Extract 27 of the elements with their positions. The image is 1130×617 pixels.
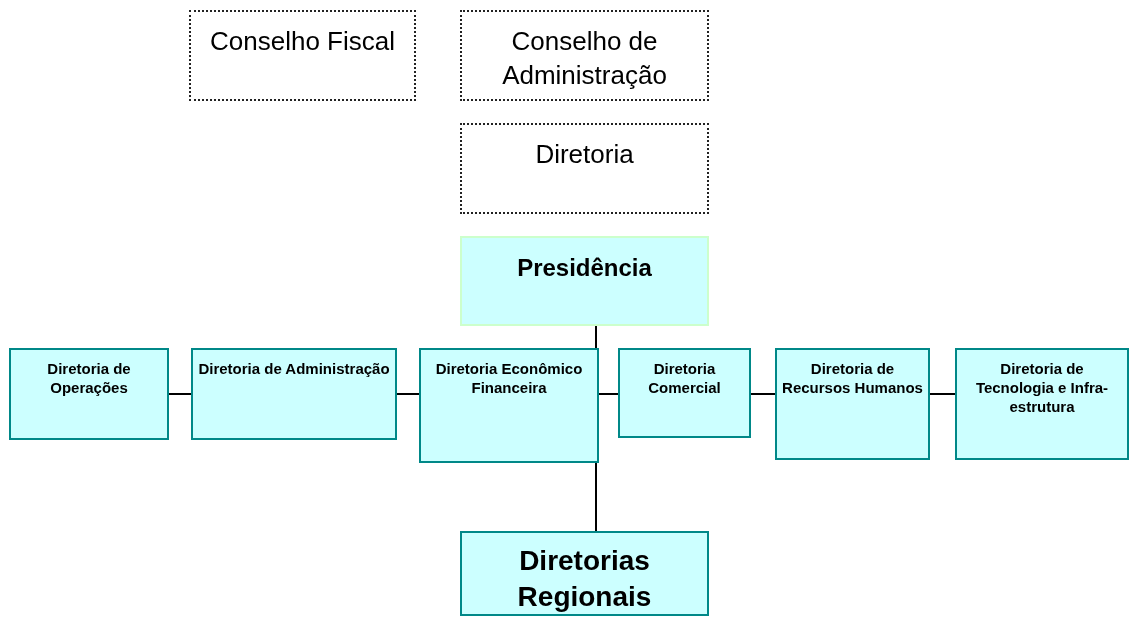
org-box xyxy=(191,348,397,440)
connector-line xyxy=(396,393,420,395)
connector-line xyxy=(750,393,776,395)
box-label: Diretoria xyxy=(534,138,635,171)
org-box xyxy=(460,531,709,616)
connector-line xyxy=(598,393,619,395)
org-box xyxy=(460,10,709,101)
org-box xyxy=(955,348,1129,460)
box-label: Conselho Fiscal xyxy=(209,25,396,58)
box-label: Diretoria Comercial xyxy=(647,360,722,398)
org-box xyxy=(189,10,416,101)
org-box xyxy=(9,348,169,440)
box-label: Diretoria de Administração xyxy=(197,360,391,379)
org-box xyxy=(618,348,751,438)
org-box xyxy=(460,236,709,326)
box-label: Presidência xyxy=(516,254,653,283)
org-box xyxy=(775,348,930,460)
box-label: Diretoria de Operações xyxy=(46,360,132,398)
connector-line xyxy=(929,393,956,395)
org-box xyxy=(460,123,709,214)
box-label: Diretoria de Tecnologia e Infra-estrutura xyxy=(974,360,1110,417)
box-label: Diretoria Econômico Financeira xyxy=(434,360,584,398)
box-label: Diretoria de Recursos Humanos xyxy=(781,360,924,398)
org-box xyxy=(419,348,599,463)
box-label: Diretorias Regionais xyxy=(516,544,653,615)
connector-line xyxy=(168,393,192,395)
box-label: Conselho de Administração xyxy=(501,25,668,92)
